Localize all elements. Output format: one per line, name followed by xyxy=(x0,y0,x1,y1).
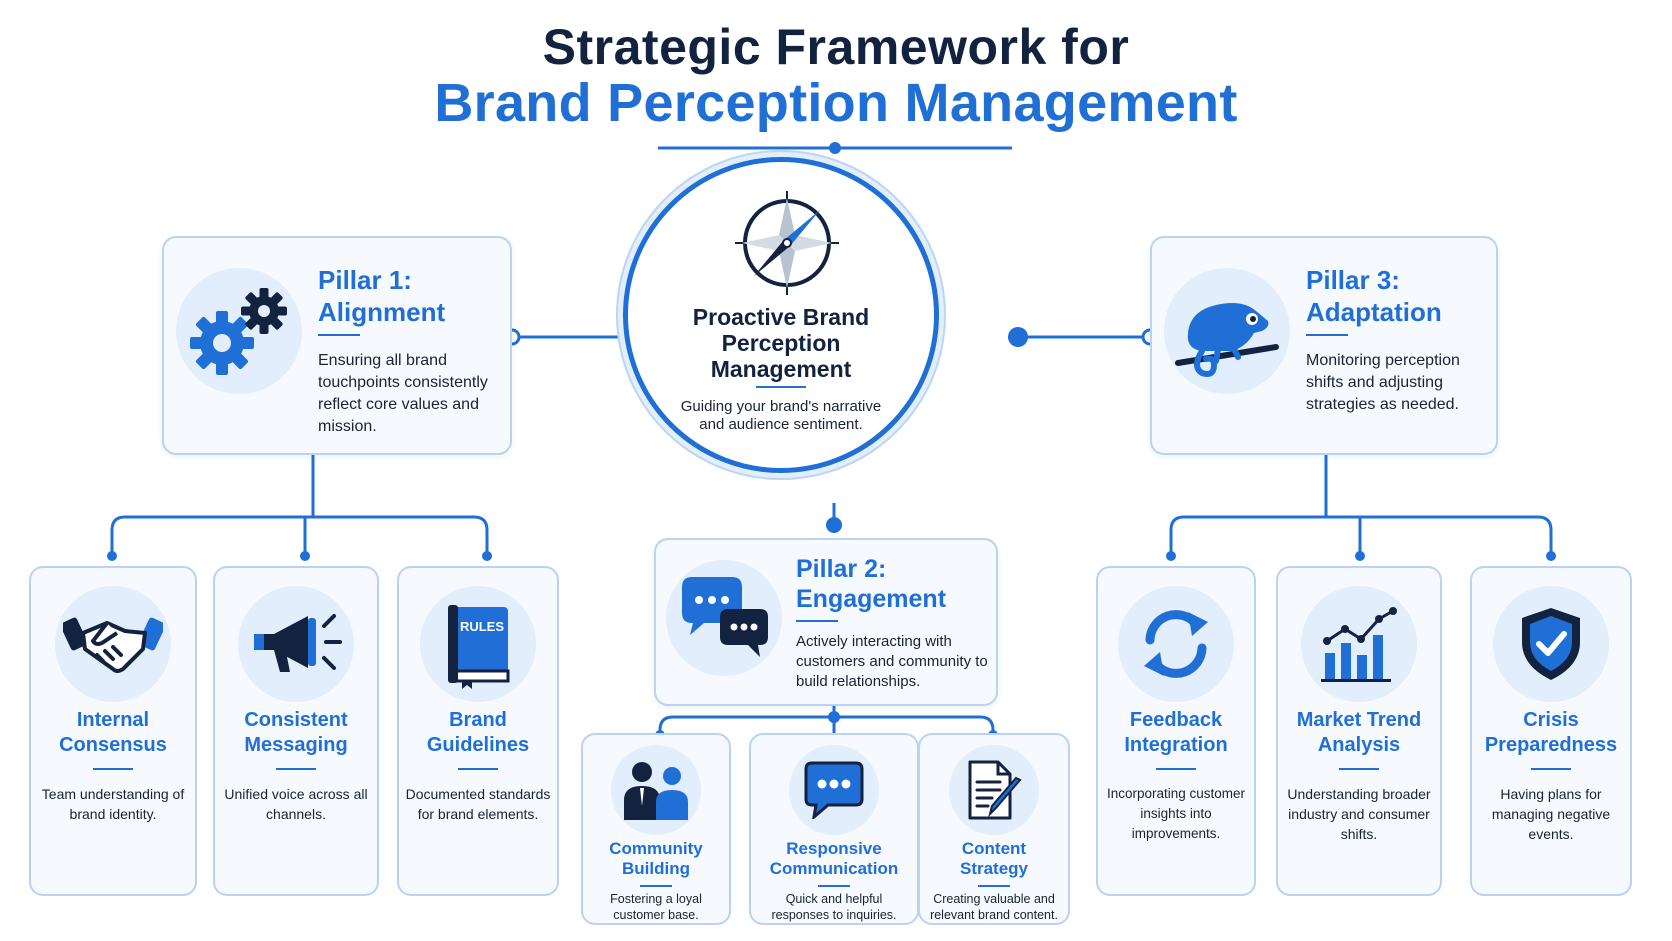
hub-title-line1: Proactive Brand xyxy=(692,304,870,330)
pillar-adaptation-title: Pillar 3: Adaptation xyxy=(1306,264,1442,328)
card-divider xyxy=(1339,768,1379,770)
pillar-adaptation-description: Monitoring perception shifts and adjusti… xyxy=(1306,352,1460,413)
card-internal-consensus-title-line2: Consensus xyxy=(59,734,167,756)
card-content-strategy-title-line1: Content xyxy=(961,839,1027,858)
pillar-adaptation-title-line1: Pillar 3: xyxy=(1306,265,1400,295)
chameleon-icon xyxy=(1164,268,1290,394)
pillar-adaptation-divider xyxy=(1306,334,1348,336)
rules-book-label: RULES xyxy=(460,619,504,634)
pillar-engagement-divider xyxy=(796,620,838,622)
card-brand-guidelines-description: Documented standards for brand elements. xyxy=(405,786,551,822)
card-content-strategy-description: Creating valuable and relevant brand con… xyxy=(930,892,1058,922)
card-content-strategy: Content Strategy Creating valuable and r… xyxy=(918,733,1070,925)
pillar-engagement-title-line2: Engagement xyxy=(796,585,947,613)
pillar-adaptation-card: Pillar 3: Adaptation Monitoring percepti… xyxy=(1150,236,1498,455)
hub-title: Proactive Brand Perception Management xyxy=(628,304,934,382)
card-community-building-title-line1: Community xyxy=(609,839,703,858)
card-consistent-messaging-title-line2: Messaging xyxy=(244,734,348,756)
rules-book-icon: RULES xyxy=(420,586,536,702)
card-feedback-integration-title: Feedback Integration xyxy=(1098,708,1254,758)
card-feedback-integration-title-line2: Integration xyxy=(1124,734,1228,756)
card-responsive-communication-title-line2: Communication xyxy=(769,859,899,878)
page-title-line2: Brand Perception Management xyxy=(434,73,1238,133)
card-market-trend-analysis-description: Understanding broader industry and consu… xyxy=(1287,786,1431,842)
card-crisis-preparedness-description: Having plans for managing negative event… xyxy=(1491,786,1611,842)
pillar-alignment-divider xyxy=(318,334,360,336)
card-internal-consensus-description: Team understanding of brand identity. xyxy=(41,786,185,822)
card-consistent-messaging: Consistent Messaging Unified voice acros… xyxy=(213,566,379,896)
card-internal-consensus-title: Internal Consensus xyxy=(31,708,195,758)
card-internal-consensus: Internal Consensus Team understanding of… xyxy=(29,566,197,896)
card-feedback-integration-title-line1: Feedback xyxy=(1129,709,1223,731)
card-community-building-title: Community Building xyxy=(583,839,729,879)
card-feedback-integration: Feedback Integration Incorporating custo… xyxy=(1096,566,1256,896)
chat-bubbles-icon xyxy=(666,560,782,676)
card-consistent-messaging-title-line1: Consistent xyxy=(244,709,348,731)
card-internal-consensus-title-line1: Internal xyxy=(76,709,150,731)
card-brand-guidelines-title: Brand Guidelines xyxy=(399,708,557,758)
hub-divider xyxy=(756,386,806,388)
pillar-adaptation-title-line2: Adaptation xyxy=(1306,297,1442,327)
hub-description: Guiding your brand's narrative and audie… xyxy=(680,398,882,433)
card-market-trend-analysis-title: Market Trend Analysis xyxy=(1278,708,1440,758)
pillar-engagement-title: Pillar 2: Engagement xyxy=(796,554,946,614)
card-divider xyxy=(1156,768,1196,770)
card-divider xyxy=(1531,768,1571,770)
compass-icon xyxy=(732,188,842,298)
card-divider xyxy=(276,768,316,770)
card-brand-guidelines-title-line1: Brand xyxy=(449,709,507,731)
card-community-building-description: Fostering a loyal customer base. xyxy=(610,892,702,922)
card-crisis-preparedness: Crisis Preparedness Having plans for man… xyxy=(1470,566,1632,896)
pillar-engagement-description: Actively interacting with customers and … xyxy=(796,633,988,690)
card-feedback-integration-description: Incorporating customer insights into imp… xyxy=(1106,786,1246,841)
card-divider xyxy=(93,768,133,770)
card-content-strategy-title-line2: Strategy xyxy=(959,859,1029,878)
card-crisis-preparedness-title-line1: Crisis xyxy=(1523,709,1579,731)
card-divider xyxy=(458,768,498,770)
card-content-strategy-title: Content Strategy xyxy=(920,839,1068,879)
document-pen-icon xyxy=(949,745,1039,835)
pillar-alignment-title-line1: Pillar 1: xyxy=(318,265,412,295)
card-crisis-preparedness-title: Crisis Preparedness xyxy=(1472,708,1630,758)
hub-circle: Proactive Brand Perception Management Gu… xyxy=(623,157,939,473)
handshake-icon xyxy=(55,586,171,702)
card-responsive-communication-description: Quick and helpful responses to inquiries… xyxy=(771,892,897,922)
card-divider xyxy=(978,885,1010,887)
card-responsive-communication: Responsive Communication Quick and helpf… xyxy=(749,733,919,925)
pillar-alignment-title-line2: Alignment xyxy=(318,297,446,327)
card-crisis-preparedness-title-line2: Preparedness xyxy=(1484,734,1618,756)
shield-check-icon xyxy=(1493,586,1609,702)
pillar-alignment-description: Ensuring all brand touchpoints consisten… xyxy=(318,352,488,435)
card-responsive-communication-title: Responsive Communication xyxy=(751,839,917,879)
card-brand-guidelines: RULES Brand Guidelines Documented standa… xyxy=(397,566,559,896)
card-market-trend-analysis-title-line1: Market Trend xyxy=(1296,709,1422,731)
card-divider xyxy=(640,885,672,887)
card-market-trend-analysis: Market Trend Analysis Understanding broa… xyxy=(1276,566,1442,896)
pillar-alignment-card: Pillar 1: Alignment Ensuring all brand t… xyxy=(162,236,512,455)
megaphone-icon xyxy=(238,586,354,702)
pillar-engagement-card: Pillar 2: Engagement Actively interactin… xyxy=(654,538,998,706)
hub-title-line3: Management xyxy=(710,356,852,382)
refresh-icon xyxy=(1118,586,1234,702)
card-community-building: Community Building Fostering a loyal cus… xyxy=(581,733,731,925)
card-community-building-title-line2: Building xyxy=(622,859,690,878)
bar-chart-icon xyxy=(1301,586,1417,702)
people-icon xyxy=(611,745,701,835)
card-brand-guidelines-title-line2: Guidelines xyxy=(426,734,530,756)
hub-title-line2: Perception xyxy=(721,330,841,356)
gears-icon xyxy=(176,268,302,394)
card-market-trend-analysis-title-line2: Analysis xyxy=(1317,734,1401,756)
card-consistent-messaging-description: Unified voice across all channels. xyxy=(224,786,368,822)
pillar-alignment-title: Pillar 1: Alignment xyxy=(318,264,445,328)
card-responsive-communication-title-line1: Responsive xyxy=(786,839,882,858)
pillar-engagement-title-line1: Pillar 2: xyxy=(796,555,887,583)
page-title-line1: Strategic Framework for xyxy=(542,19,1130,75)
card-consistent-messaging-title: Consistent Messaging xyxy=(215,708,377,758)
card-divider xyxy=(818,885,850,887)
chat-icon xyxy=(789,745,879,835)
